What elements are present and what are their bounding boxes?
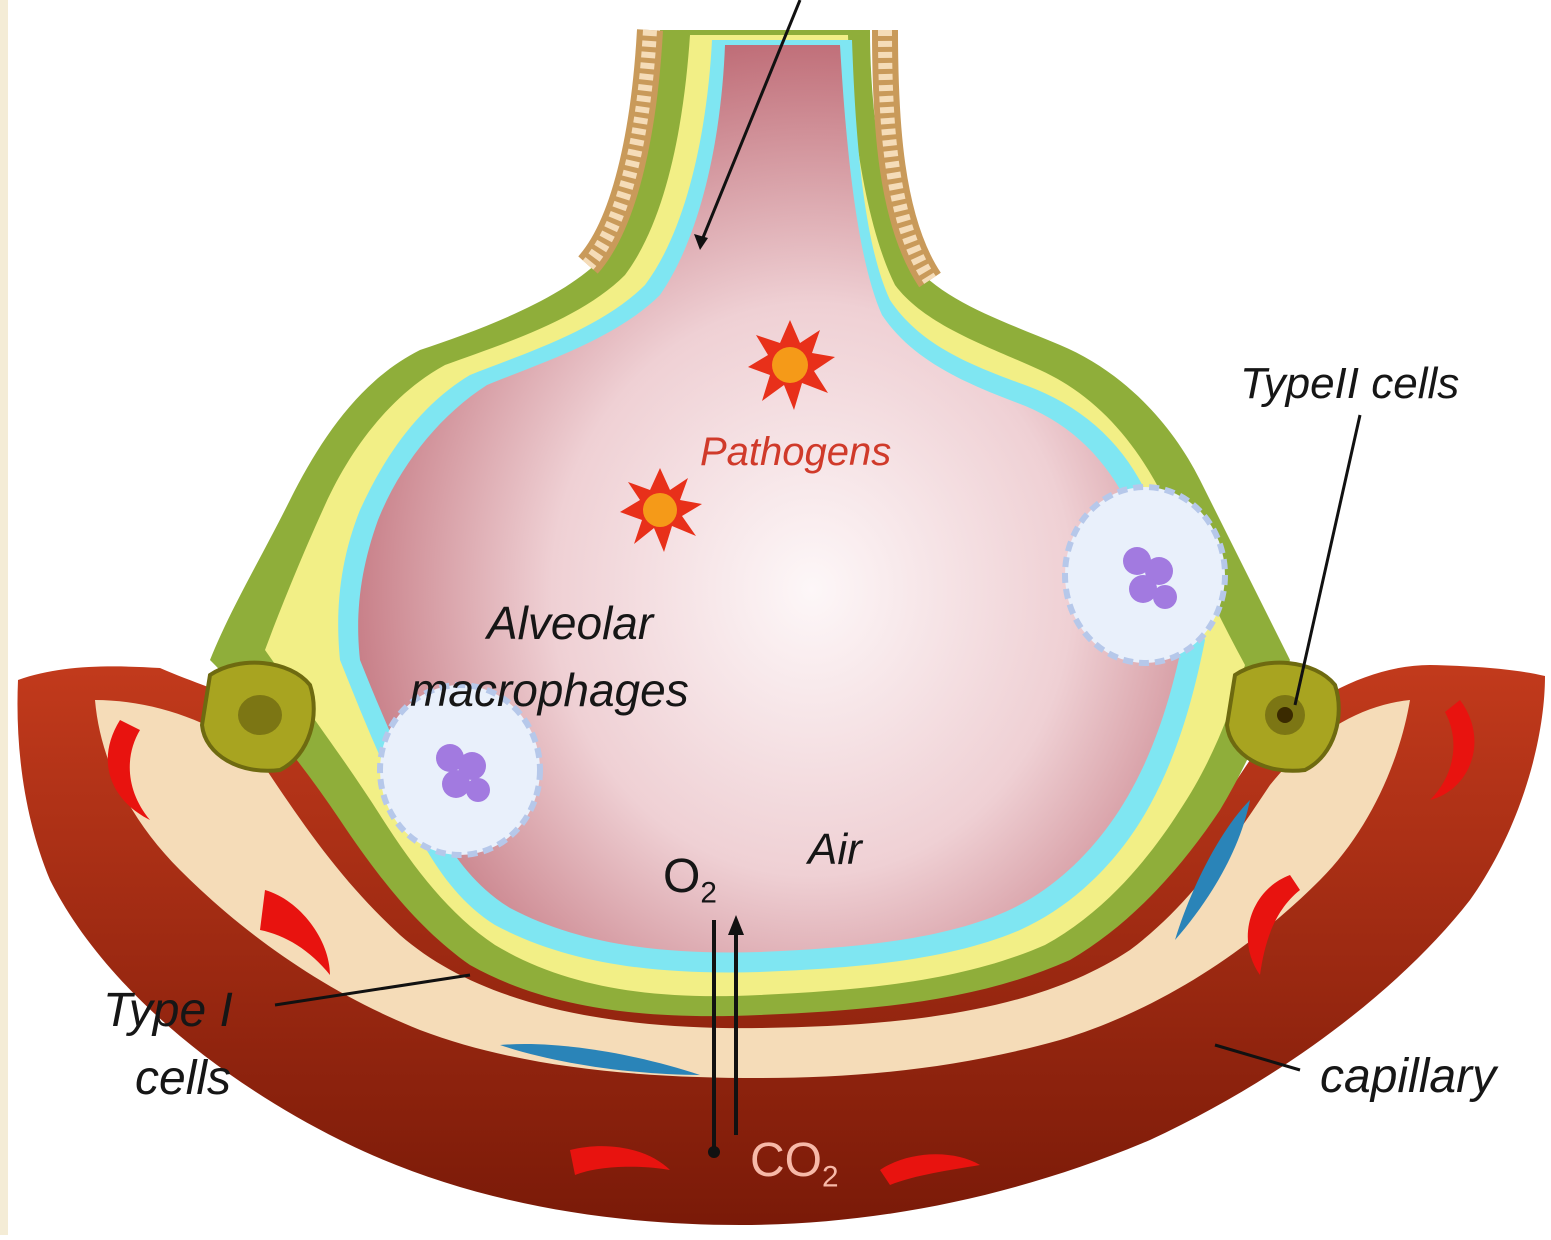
type-ii-cells-label: TypeII cells [1240,362,1459,406]
alveolar-macrophages-label-line2: macrophages [410,667,689,713]
o2-arrow-end [708,1146,720,1158]
air-label: Air [808,828,862,872]
co2-label: CO2 [750,1137,839,1192]
o2-label: O2 [663,853,717,908]
alveolar-macrophages-label-line1: Alveolar [487,600,653,646]
pathogens-label: Pathogens [700,432,891,472]
capillary-label: capillary [1320,1053,1496,1101]
type-i-cells-label-line1: Type I [103,987,233,1035]
type-ii-cell-icon [202,663,314,771]
type-ii-pointer-line [1295,415,1360,705]
macrophage-icon [1065,487,1225,663]
left-border [0,0,8,1235]
type-ii-cell-icon [1227,663,1339,771]
type-i-cells-label-line2: cells [135,1055,231,1103]
